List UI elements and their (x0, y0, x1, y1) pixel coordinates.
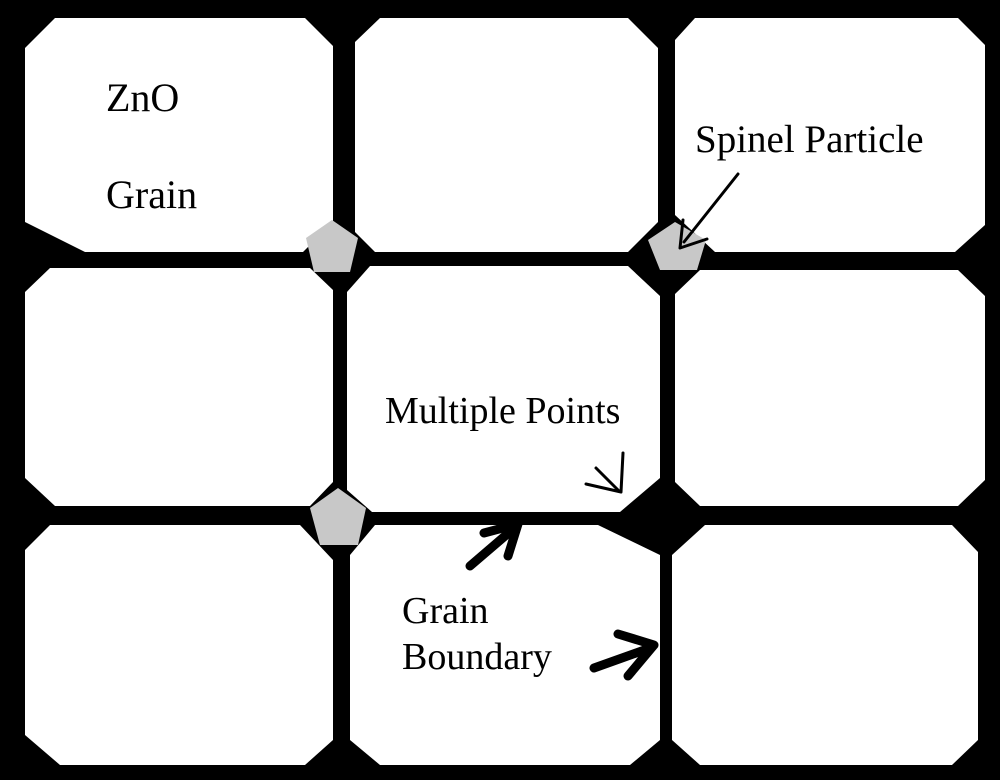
grain-cell-r2c2 (347, 266, 660, 512)
label-zno: ZnO (106, 75, 180, 120)
spinel-particle-3 (310, 488, 366, 545)
grain-boundary-arrow-2 (589, 629, 659, 681)
label-spinel-particle: Spinel Particle (695, 118, 924, 161)
grain-boundary-arrow-1 (465, 519, 523, 571)
label-grain-boundary-line2: Boundary (402, 636, 552, 678)
spinel-arrow (678, 172, 740, 250)
multiple-points-arrow (584, 451, 625, 494)
grain-cell-r1c1 (25, 18, 333, 252)
grain-cells (25, 18, 985, 765)
spinel-particle-1 (306, 220, 358, 272)
grain-cell-r2c3 (675, 270, 985, 506)
label-multiple-points: Multiple Points (385, 390, 621, 432)
grain-cell-r2c1 (25, 268, 333, 506)
grain-cell-r3c1 (25, 525, 333, 765)
label-grain-boundary-line1: Grain (402, 590, 489, 632)
grain-cell-r3c2 (350, 525, 660, 765)
grain-cell-r1c2 (355, 18, 658, 252)
grain-cell-r3c3 (672, 525, 978, 765)
arrows (465, 172, 740, 681)
label-grain: Grain (106, 172, 198, 217)
grain-cell-r1c3 (675, 18, 985, 252)
